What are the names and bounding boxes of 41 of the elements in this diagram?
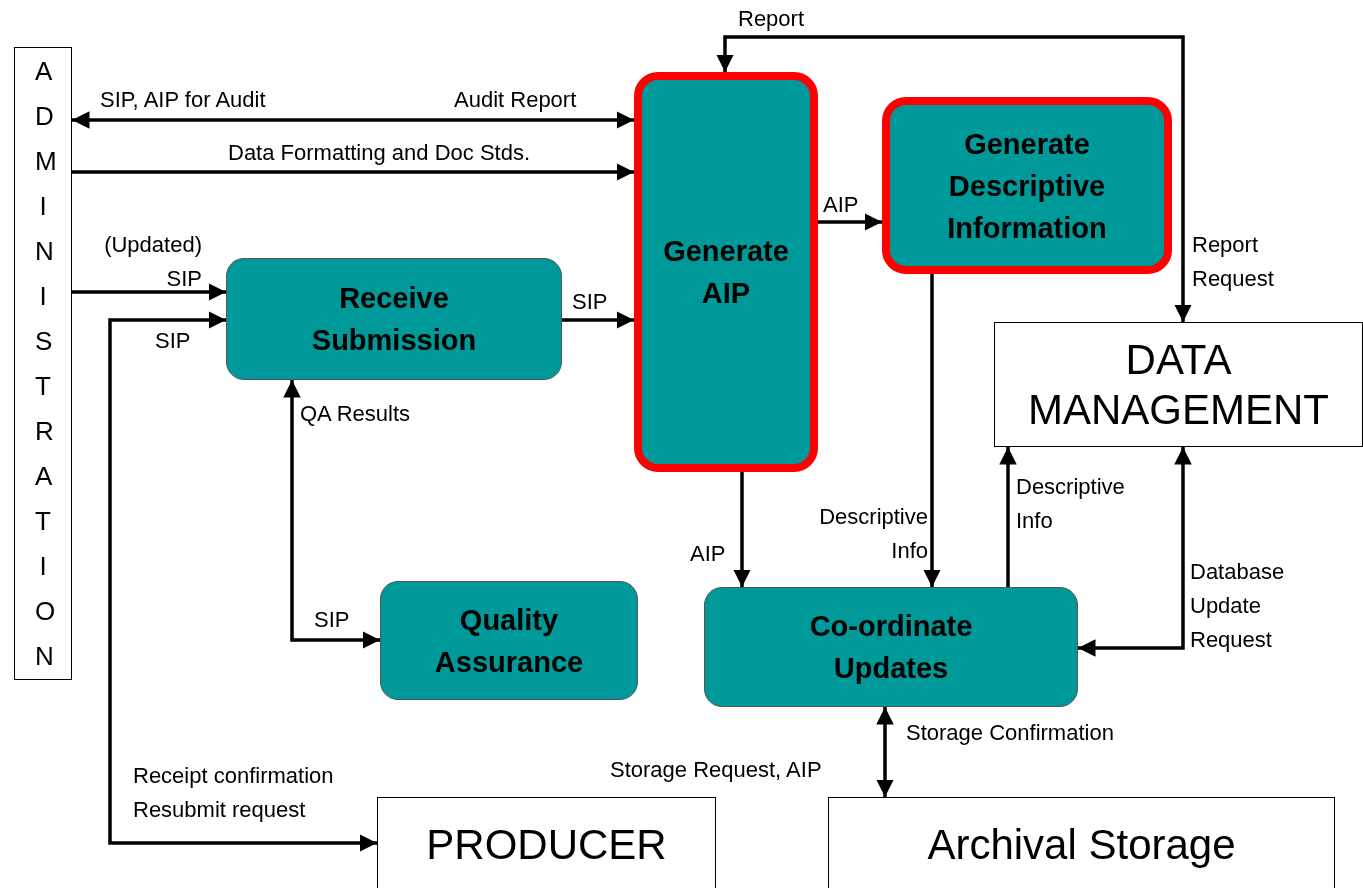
edge-label: Descriptive Info <box>818 503 928 565</box>
edge-label: Descriptive Info <box>1016 473 1126 535</box>
edge-label: AIP <box>823 191 859 219</box>
arrow <box>283 380 380 649</box>
arrow <box>72 163 634 181</box>
flow-note: Receipt confirmation <box>133 762 334 790</box>
edge-label: AIP <box>690 540 726 568</box>
edge-label: SIP <box>314 606 350 634</box>
process-box: Generate Descriptive Information <box>882 97 1172 274</box>
arrow <box>716 35 1192 322</box>
entity-box: DATA MANAGEMENT <box>994 322 1363 447</box>
arrow <box>72 111 634 129</box>
arrow <box>562 311 634 329</box>
arrow <box>876 707 894 797</box>
entity-box: PRODUCER <box>377 797 716 888</box>
arrow <box>108 311 377 852</box>
process-box: Co-ordinate Updates <box>704 587 1078 707</box>
arrow <box>818 213 882 231</box>
arrow <box>72 283 226 301</box>
edge-label: SIP <box>155 327 191 355</box>
process-box: Receive Submission <box>226 258 562 380</box>
flow-note: Resubmit request <box>133 796 306 824</box>
process-box: Quality Assurance <box>380 581 638 700</box>
arrow <box>733 472 751 587</box>
arrow <box>1078 447 1192 657</box>
process-box: Generate AIP <box>634 72 818 472</box>
edge-label: Report <box>738 5 805 33</box>
edge-label: SIP, AIP for Audit <box>100 86 266 114</box>
entity-box: Archival Storage <box>828 797 1335 888</box>
edge-label: (Updated) SIP <box>103 231 202 293</box>
flow-note: Report Request <box>1192 231 1275 293</box>
edge-label: SIP <box>572 288 608 316</box>
edge-label: Database Update Request <box>1190 558 1286 654</box>
arrow <box>923 274 941 587</box>
arrow <box>999 447 1017 587</box>
flow-note: Storage Request, AIP <box>610 756 822 784</box>
edge-label: Storage Confirmation <box>906 719 1114 747</box>
flow-note: QA Results <box>300 400 411 428</box>
vertical-label-box: ADMINISTRATION <box>14 47 72 680</box>
flow-note: Audit Report <box>454 86 577 114</box>
edge-label: Data Formatting and Doc Stds. <box>228 139 531 167</box>
